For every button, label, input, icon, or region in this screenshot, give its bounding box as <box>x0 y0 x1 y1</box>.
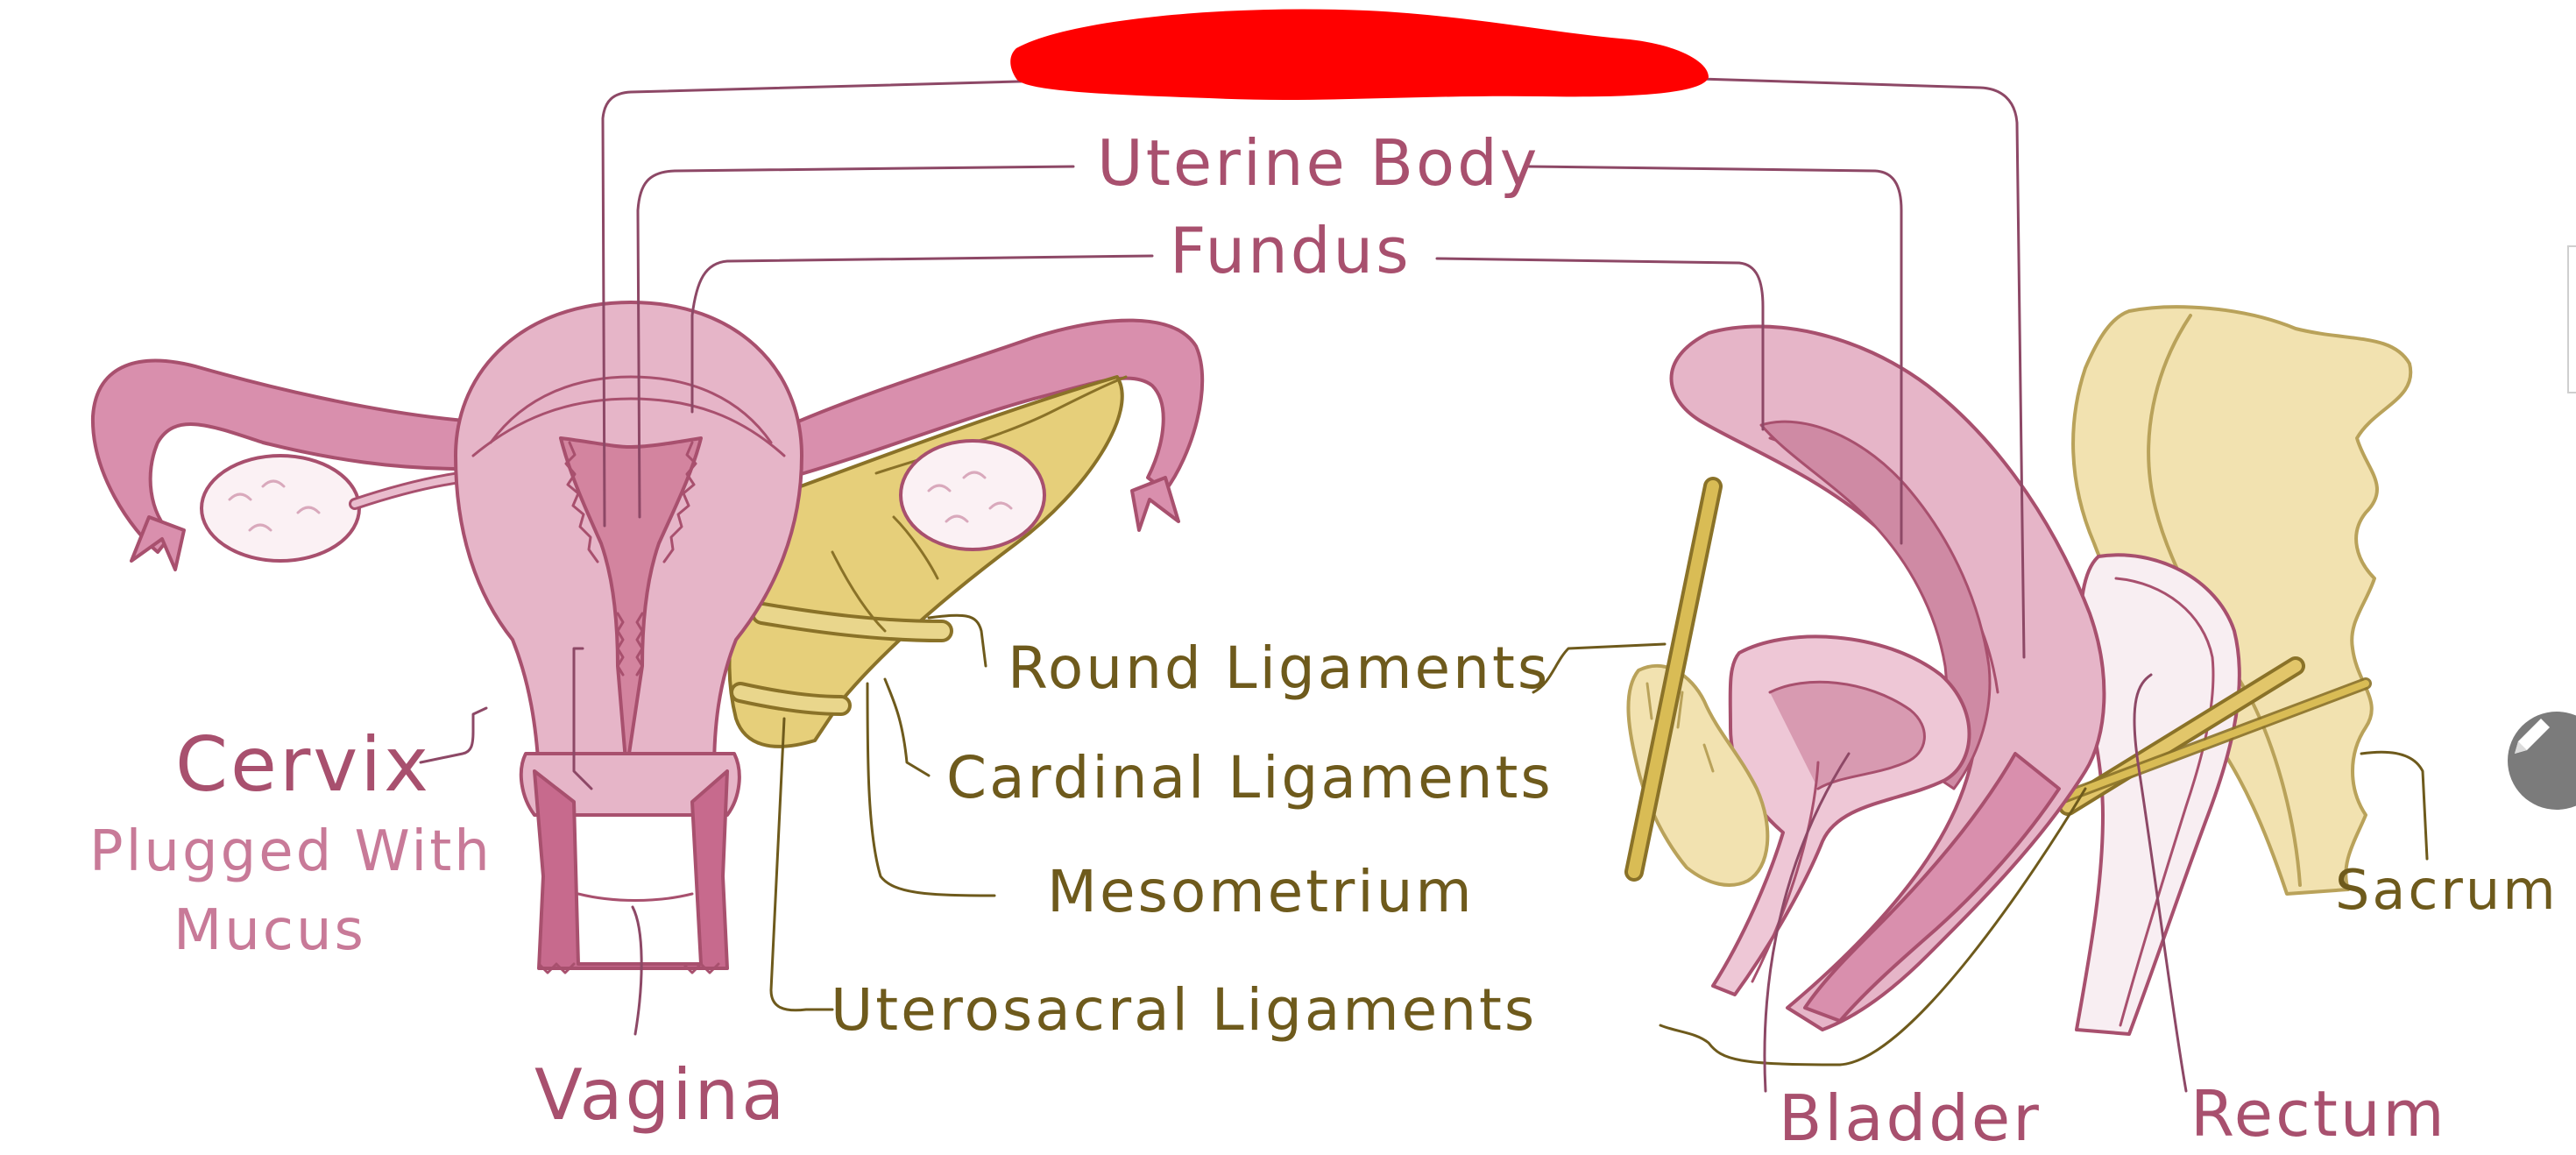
label-cervix-note-line1: Plugged With <box>89 819 492 884</box>
label-vagina: Vagina <box>534 1054 788 1136</box>
right-fimbriae <box>1130 476 1180 532</box>
left-ovary <box>200 454 361 563</box>
pencil-icon <box>2515 719 2550 754</box>
label-mesometrium: Mesometrium <box>1047 858 1475 925</box>
left-fimbriae <box>130 515 186 571</box>
vagina-canal <box>533 769 729 970</box>
side-scroll-tab[interactable] <box>2567 245 2576 393</box>
redaction-mark <box>1010 9 1709 100</box>
sagittal-vagina <box>1803 752 2061 1023</box>
label-uterine-body: Uterine Body <box>1097 126 1540 200</box>
frontal-uterus-view <box>90 301 1205 974</box>
label-fundus: Fundus <box>1170 214 1412 287</box>
label-round-ligaments: Round Ligaments <box>1008 634 1551 702</box>
label-cervix-note-line2: Mucus <box>173 898 366 963</box>
label-bladder: Bladder <box>1779 1081 2042 1155</box>
label-cardinal-ligaments: Cardinal Ligaments <box>946 744 1553 811</box>
right-ovary <box>899 439 1046 551</box>
label-rectum: Rectum <box>2190 1077 2447 1151</box>
leader-lines <box>419 77 2429 1093</box>
cervix-shape <box>519 752 741 817</box>
label-cervix: Cervix <box>175 721 431 809</box>
sagittal-pelvis-view <box>1624 305 2413 1036</box>
label-sacrum: Sacrum <box>2335 858 2558 922</box>
label-uterosacral-ligaments: Uterosacral Ligaments <box>831 976 1538 1044</box>
